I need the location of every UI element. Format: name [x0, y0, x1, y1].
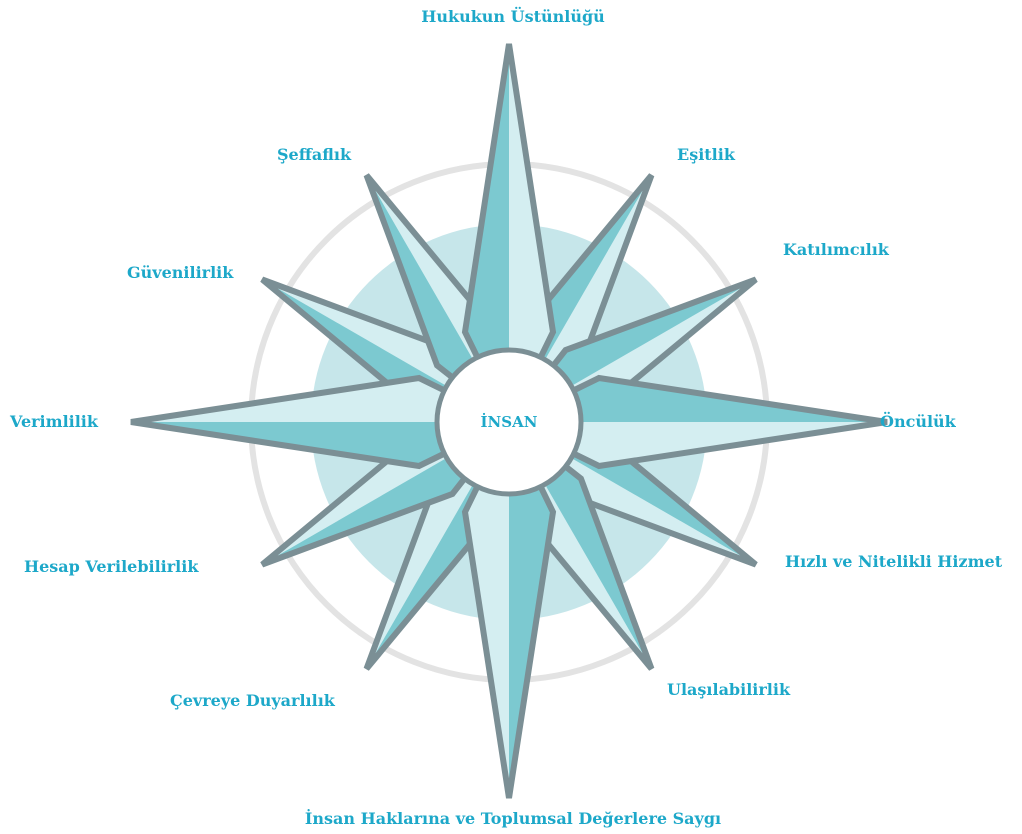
- value-label-hukukun-ustunlugu: Hukukun Üstünlüğü: [421, 7, 605, 26]
- value-label-hesap-verilebilirlik: Hesap Verilebilirlik: [24, 557, 199, 576]
- center-label-insan: İNSAN: [480, 413, 538, 431]
- value-label-guvenilirlik: Güvenilirlik: [127, 263, 234, 282]
- value-label-cevreye-duyarlilik: Çevreye Duyarlılık: [170, 691, 335, 710]
- center-circle: [434, 347, 584, 497]
- major-star-points: [130, 43, 888, 799]
- star-point-onculuk: [502, 374, 888, 470]
- value-label-seffaflik: Şeffaflık: [277, 145, 352, 164]
- value-label-insan-haklari: İnsan Haklarına ve Toplumsal Değerlere S…: [304, 809, 722, 828]
- star-point-insan-haklari: [461, 415, 557, 799]
- value-label-ulasilabilirlik: Ulaşılabilirlik: [667, 680, 791, 699]
- value-label-katilimcilik: Katılımcılık: [783, 240, 889, 259]
- star-point-verimlilik: [130, 374, 516, 470]
- value-label-verimlilik: Verimlilik: [10, 412, 98, 431]
- value-label-esitlik: Eşitlik: [677, 145, 735, 164]
- value-label-onculuk: Öncülük: [880, 412, 956, 431]
- value-label-hizli-ve-nitelikli-hizmet: Hızlı ve Nitelikli Hizmet: [785, 552, 1003, 571]
